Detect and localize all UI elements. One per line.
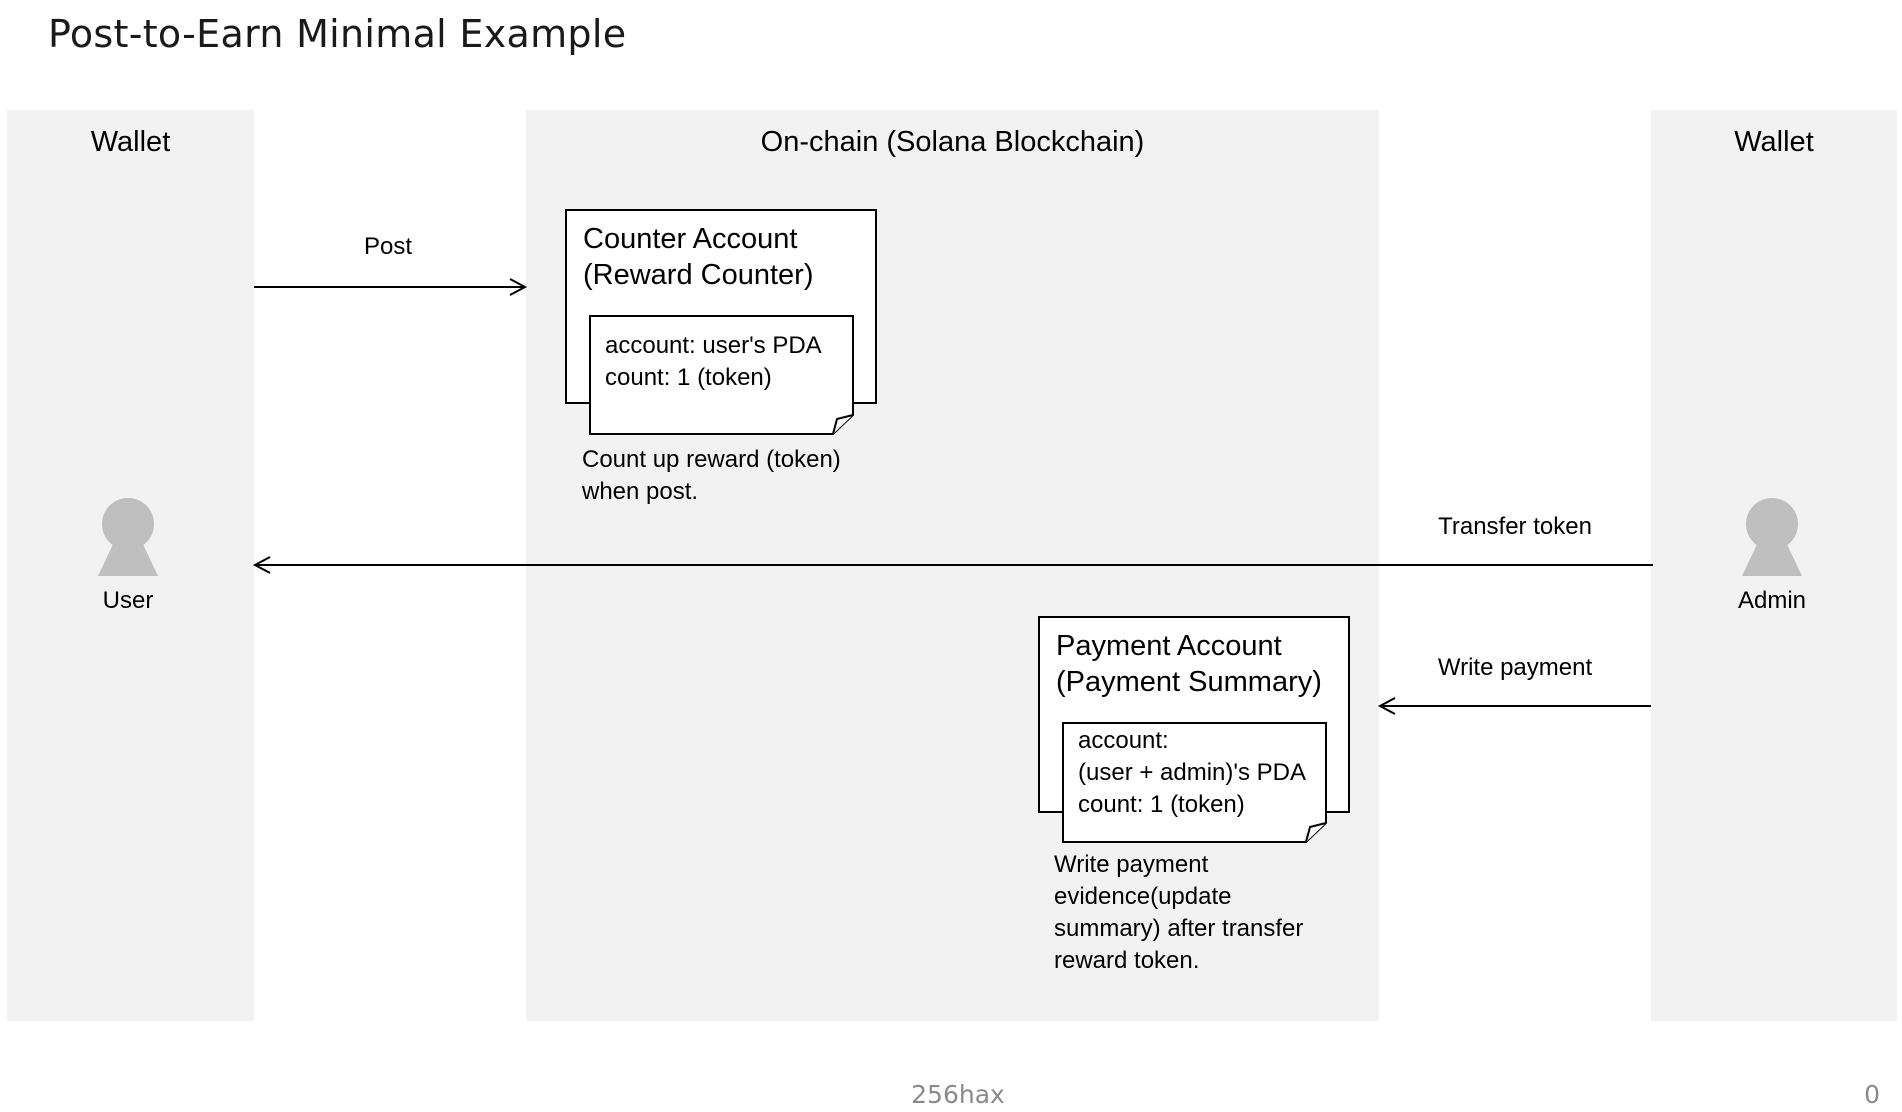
counter-account-note: account: user's PDA count: 1 (token) — [589, 315, 854, 435]
post-arrow — [254, 278, 528, 296]
diagram-title: Post-to-Earn Minimal Example — [48, 12, 627, 56]
counter-note-account: account: user's PDA — [605, 332, 822, 359]
counter-account-title: Counter Account (Reward Counter) — [583, 223, 814, 291]
actor-user-label: User — [102, 587, 154, 614]
lane-title-onchain: On-chain (Solana Blockchain) — [760, 126, 1145, 158]
admin-icon — [1742, 498, 1802, 576]
payment-account-title: Payment Account (Payment Summary) — [1056, 630, 1322, 698]
post-label: Post — [363, 233, 413, 260]
page-number: 0 — [1864, 1080, 1880, 1109]
transfer-token-label: Transfer token — [1438, 513, 1592, 540]
payment-note-count: count: 1 (token) — [1078, 791, 1245, 818]
write-payment-arrow — [1377, 697, 1651, 715]
write-payment-label: Write payment — [1437, 654, 1593, 681]
payment-account-caption: Write payment evidence(update summary) a… — [1054, 851, 1304, 974]
counter-account-caption: Count up reward (token) when post. — [582, 446, 841, 505]
actor-admin-label: Admin — [1737, 587, 1807, 614]
note-shape — [589, 315, 854, 435]
note-shape — [1062, 722, 1327, 843]
payment-account-note: account: (user + admin)'s PDA count: 1 (… — [1062, 722, 1327, 843]
user-icon — [98, 498, 158, 576]
payment-note-account: account: — [1078, 727, 1169, 754]
footer-author: 256hax — [911, 1080, 1005, 1109]
actor-admin: Admin — [1712, 498, 1832, 615]
actor-user: User — [68, 498, 188, 615]
payment-note-pda: (user + admin)'s PDA — [1078, 759, 1306, 786]
lane-title-user-wallet: Wallet — [90, 126, 171, 158]
transfer-token-arrow — [252, 556, 1653, 574]
counter-note-count: count: 1 (token) — [605, 364, 772, 391]
lane-title-admin-wallet: Wallet — [1734, 126, 1814, 158]
